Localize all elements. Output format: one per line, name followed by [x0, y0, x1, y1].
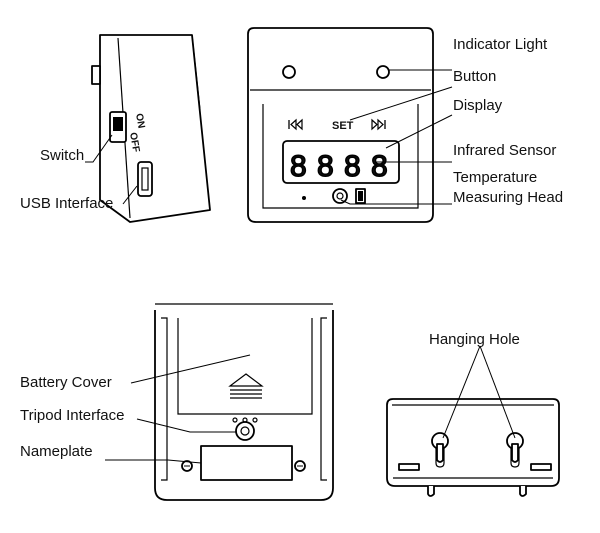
label-hanging-hole: Hanging Hole	[429, 331, 520, 348]
display-digit: 8	[371, 150, 388, 183]
label-button: Button	[453, 68, 496, 85]
arrow-up-icon	[228, 373, 264, 399]
switch-on-label: ON	[133, 113, 146, 130]
label-temperature-line2: Measuring Head	[453, 189, 563, 206]
leader-lines	[85, 69, 516, 464]
label-indicator-light: Indicator Light	[453, 36, 548, 53]
front-view: SET 8 8 8 8	[247, 27, 434, 223]
hanging-hole-right	[506, 432, 524, 468]
skip-back-icon	[288, 118, 303, 131]
display-digit: 8	[317, 150, 334, 183]
display-digit: 8	[344, 150, 361, 183]
set-button[interactable]: SET	[332, 120, 354, 132]
labels: Indicator Light Button Display Infrared …	[20, 36, 563, 460]
label-usb-interface: USB Interface	[20, 195, 113, 212]
tripod-socket	[235, 421, 255, 441]
skip-forward-icon	[371, 118, 386, 131]
battery-cover	[177, 318, 313, 415]
side-view: ON OFF	[91, 34, 211, 223]
infrared-sensor-dot	[302, 196, 306, 200]
nameplate-plate	[200, 445, 293, 481]
display-digit: 8	[290, 150, 307, 183]
back-view	[154, 303, 334, 501]
label-battery-cover: Battery Cover	[20, 374, 112, 391]
hanging-hole-left	[431, 432, 449, 468]
top-view	[386, 398, 560, 497]
label-temperature-line1: Temperature	[453, 169, 537, 186]
power-switch	[109, 111, 127, 143]
label-display: Display	[453, 97, 503, 114]
display-digits: 8 8 8 8	[289, 149, 388, 184]
switch-off-label: OFF	[127, 132, 141, 154]
label-nameplate: Nameplate	[20, 443, 93, 460]
label-switch: Switch	[40, 147, 84, 164]
usb-port	[137, 161, 153, 197]
label-tripod-interface: Tripod Interface	[20, 407, 125, 424]
indicator-light-left	[282, 65, 296, 79]
label-infrared-sensor: Infrared Sensor	[453, 142, 556, 159]
indicator-light-right	[376, 65, 390, 79]
temperature-measuring-head	[332, 188, 348, 204]
